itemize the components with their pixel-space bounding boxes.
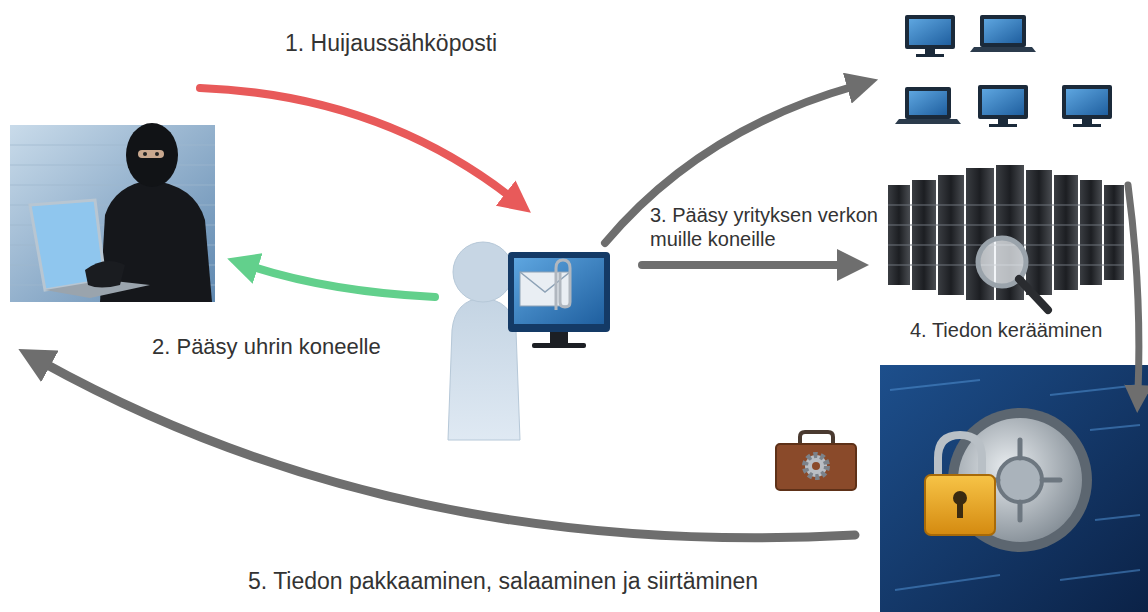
exfiltration-arrow xyxy=(42,362,855,538)
step-label: 5. Tiedon pakkaaminen, salaaminen ja sii… xyxy=(248,568,758,596)
magnifier xyxy=(978,238,1048,310)
monitor-screen xyxy=(514,258,604,324)
desktop-computer xyxy=(905,15,955,57)
desktop-computer xyxy=(978,85,1028,127)
data-vault xyxy=(880,365,1148,612)
paperclip xyxy=(556,260,570,310)
monitor-stand xyxy=(532,343,586,348)
balaclava xyxy=(126,123,178,187)
briefcase-icon xyxy=(776,432,856,490)
user-head xyxy=(453,242,513,302)
email-envelope xyxy=(520,272,570,306)
laptop-computer xyxy=(895,87,961,124)
step-label: 4. Tiedon kerääminen xyxy=(910,318,1102,342)
photo-ground xyxy=(10,125,215,302)
collect-arrow xyxy=(1128,185,1139,392)
server-racks xyxy=(888,165,1124,310)
vault-ground xyxy=(880,365,1148,612)
hacker-hand xyxy=(85,261,125,288)
victim-user xyxy=(448,242,610,440)
phishing-arrow xyxy=(200,88,512,198)
access-arrow xyxy=(250,266,435,297)
step-label: 2. Pääsy uhrin koneelle xyxy=(152,334,381,360)
step-label: 1. Huijaussähköposti xyxy=(285,30,497,58)
laptop-computer xyxy=(970,15,1036,52)
step-label: 3. Pääsy yrityksen verkon muille koneill… xyxy=(650,203,880,251)
hacker-photo xyxy=(10,123,215,302)
monitor-frame xyxy=(508,252,610,332)
desktop-computer xyxy=(1062,85,1112,127)
padlock xyxy=(925,435,995,535)
data-streaks xyxy=(890,380,1140,590)
eye-slit xyxy=(138,150,164,158)
company-computers xyxy=(895,15,1112,127)
network-arrow xyxy=(642,261,845,269)
